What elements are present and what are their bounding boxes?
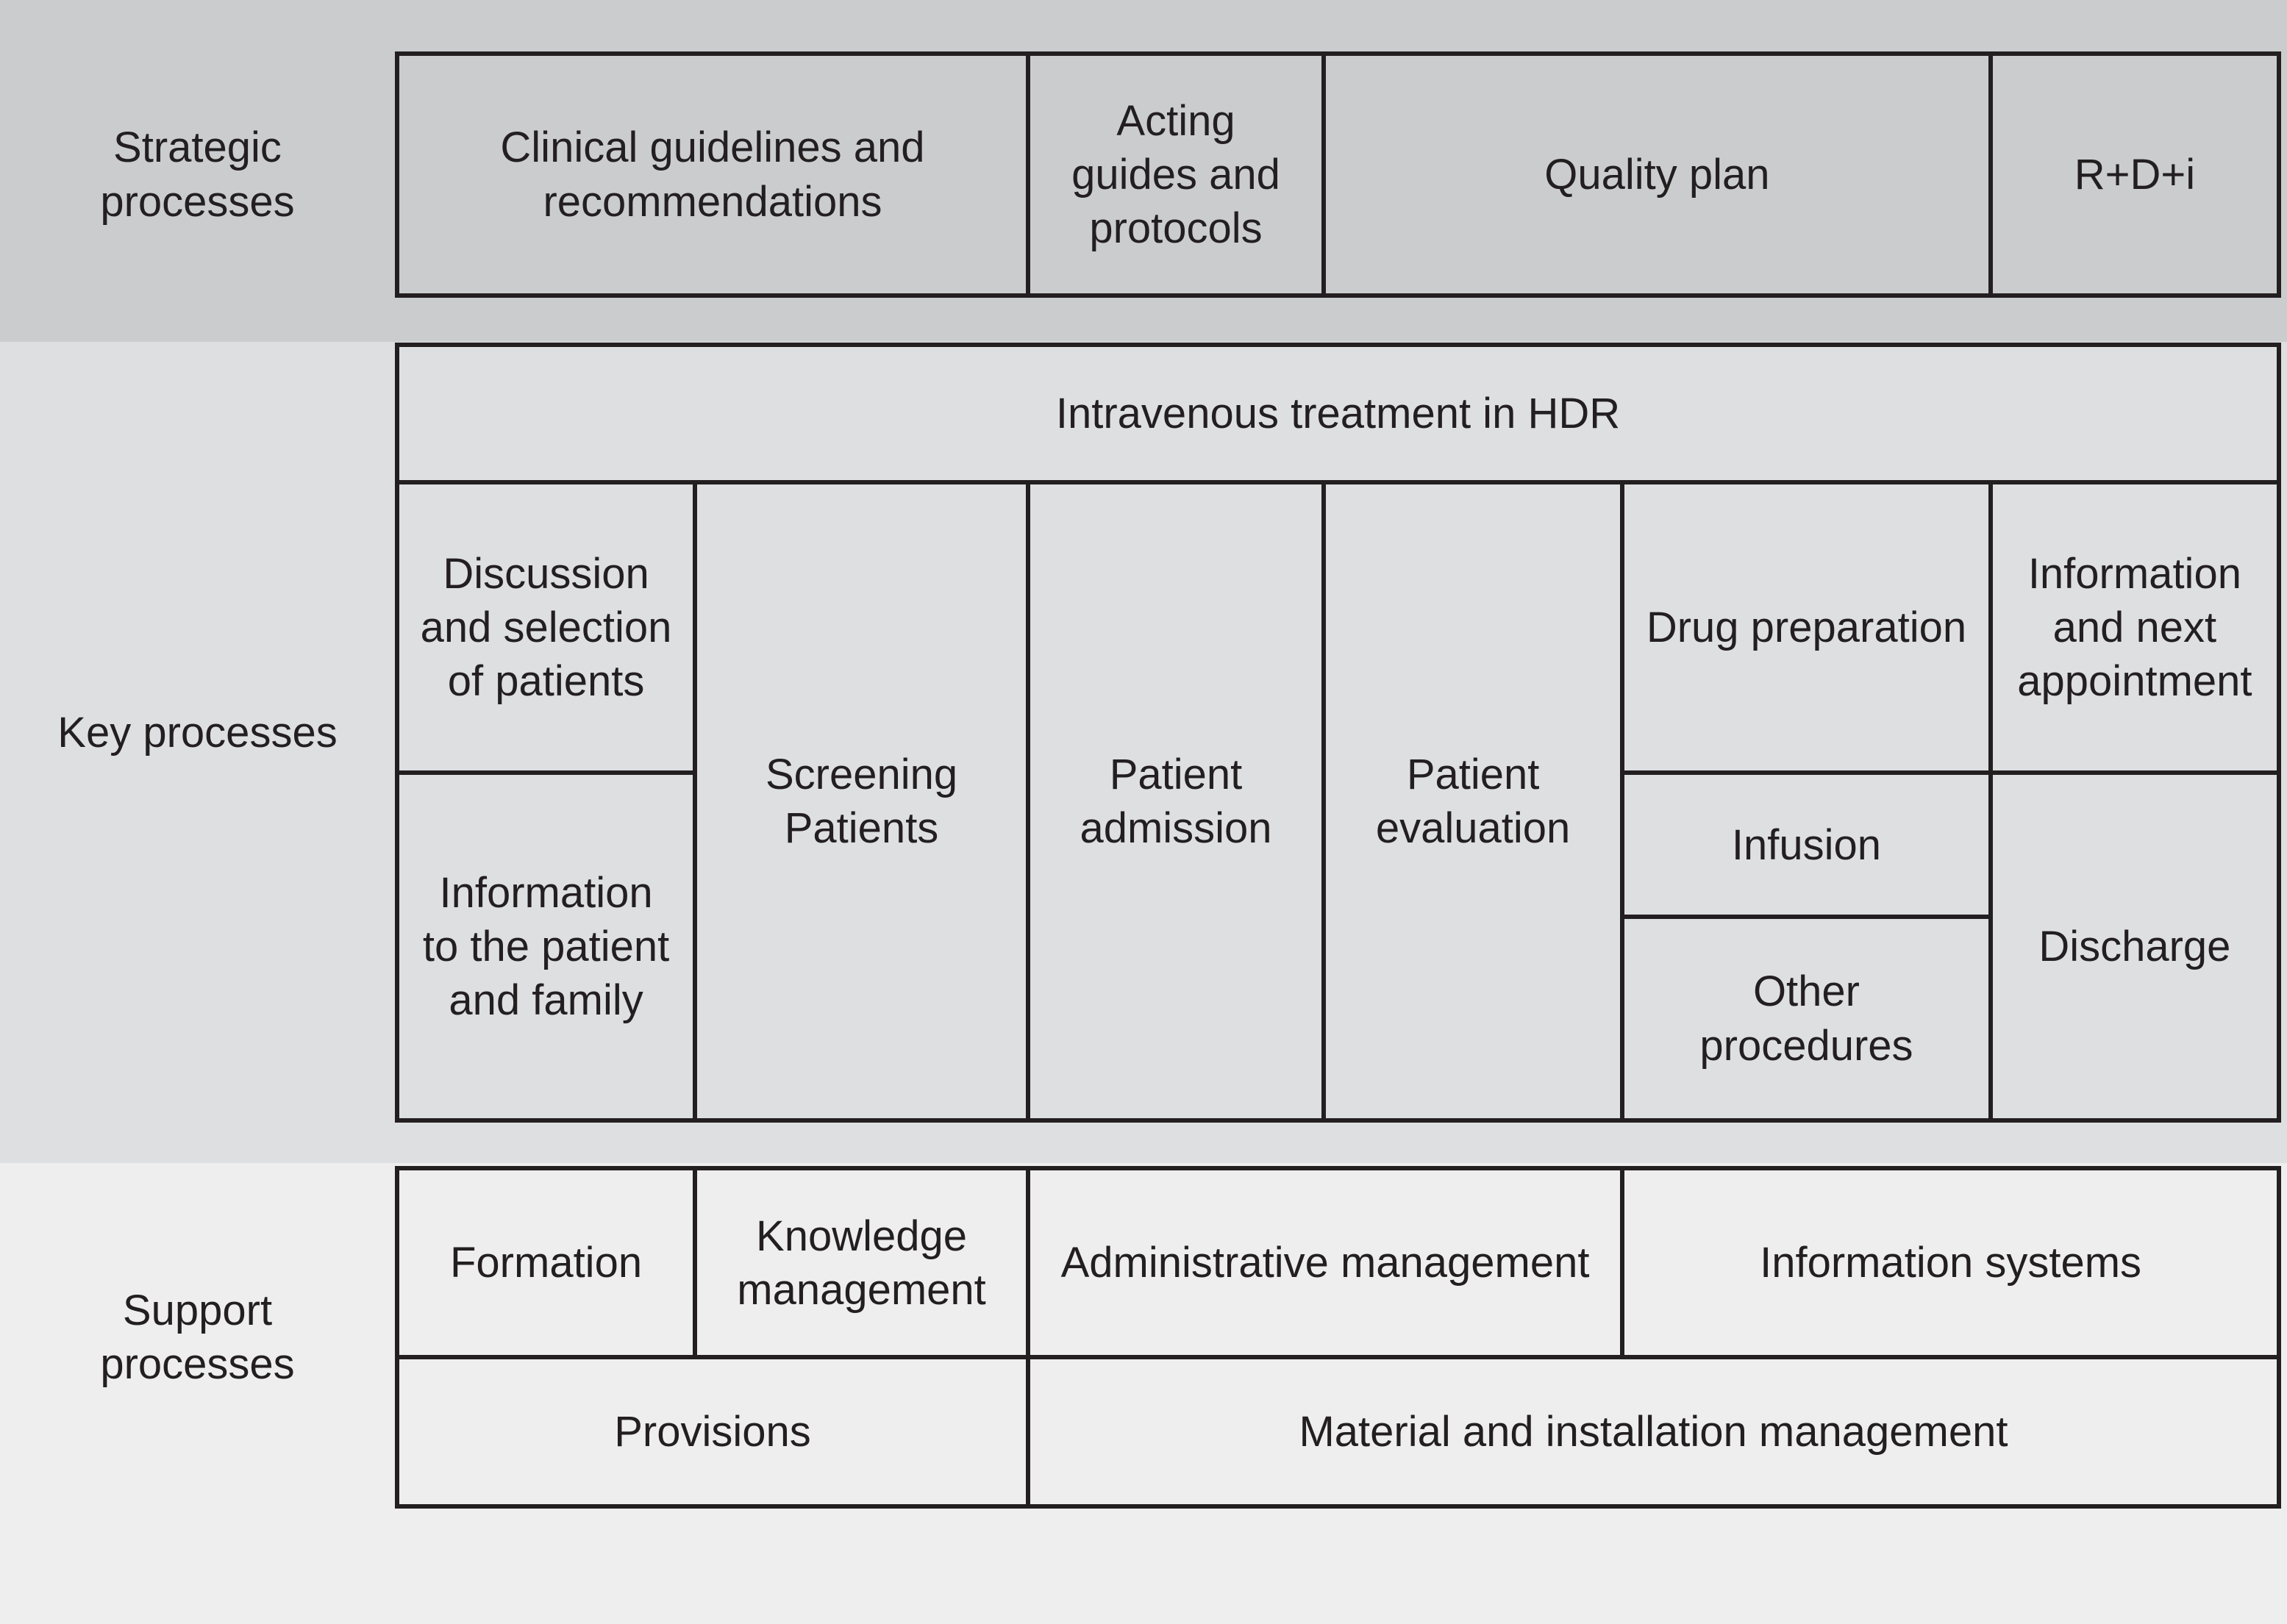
cell-knowledge-management: Knowledge management <box>697 1170 1030 1356</box>
support-band <box>0 1163 2287 1624</box>
key-processes-label: Key processes <box>57 708 338 756</box>
support-processes-label: Support processes <box>100 1286 295 1388</box>
cell-drug-preparation: Drug preparation <box>1624 484 1988 776</box>
support-row-1: Formation Knowledge management Administr… <box>399 1170 2277 1360</box>
support-row-2: Provisions Material and installation man… <box>399 1359 2277 1504</box>
cell-rdi: R+D+i <box>2074 150 2196 198</box>
key-band <box>0 342 2287 1163</box>
cell-discussion-selection: Discussion and selection of patients <box>399 484 693 776</box>
strategic-processes-table: Clinical guidelines and recommendations … <box>395 51 2281 298</box>
strategic-processes-label: Strategic processes <box>100 124 295 226</box>
support-processes-table: Formation Knowledge management Administr… <box>395 1166 2281 1509</box>
key-processes-table: Intravenous treatment in HDR Discussion … <box>395 343 2281 1123</box>
strategic-band <box>0 0 2287 342</box>
cell-infusion: Infusion <box>1624 775 1988 920</box>
cell-patient-admission: Patient admission <box>1030 484 1327 1118</box>
cell-information-next-appointment: Information and next appointment <box>1992 484 2277 776</box>
cell-quality-plan: Quality plan <box>1326 56 1993 293</box>
cell-discharge: Discharge <box>2038 923 2231 971</box>
cell-administrative-management: Administrative management <box>1030 1170 1625 1356</box>
cell-screening-patients: Screening Patients <box>697 484 1030 1118</box>
cell-intravenous-treatment-header: Intravenous treatment in HDR <box>399 347 2277 484</box>
key-processes-grid: Discussion and selection of patients Inf… <box>399 484 2277 1118</box>
cell-patient-evaluation: Patient evaluation <box>1326 484 1625 1118</box>
cell-other-procedures: Other procedures <box>1699 967 1913 1070</box>
cell-information-systems: Information systems <box>1760 1239 2142 1287</box>
cell-material-installation-management: Material and installation management <box>1299 1408 2008 1456</box>
cell-formation: Formation <box>399 1170 698 1356</box>
key-column-selection: Discussion and selection of patients Inf… <box>399 484 698 1118</box>
cell-clinical-guidelines: Clinical guidelines and recommendations <box>399 56 1030 293</box>
cell-information-patient-family: Information to the patient and family <box>422 869 670 1025</box>
key-column-treatment: Drug preparation Infusion Other procedur… <box>1624 484 1993 1118</box>
cell-acting-guides: Acting guides and protocols <box>1030 56 1327 293</box>
key-column-discharge: Information and next appointment Dischar… <box>1992 484 2277 1118</box>
cell-provisions: Provisions <box>399 1359 1030 1504</box>
